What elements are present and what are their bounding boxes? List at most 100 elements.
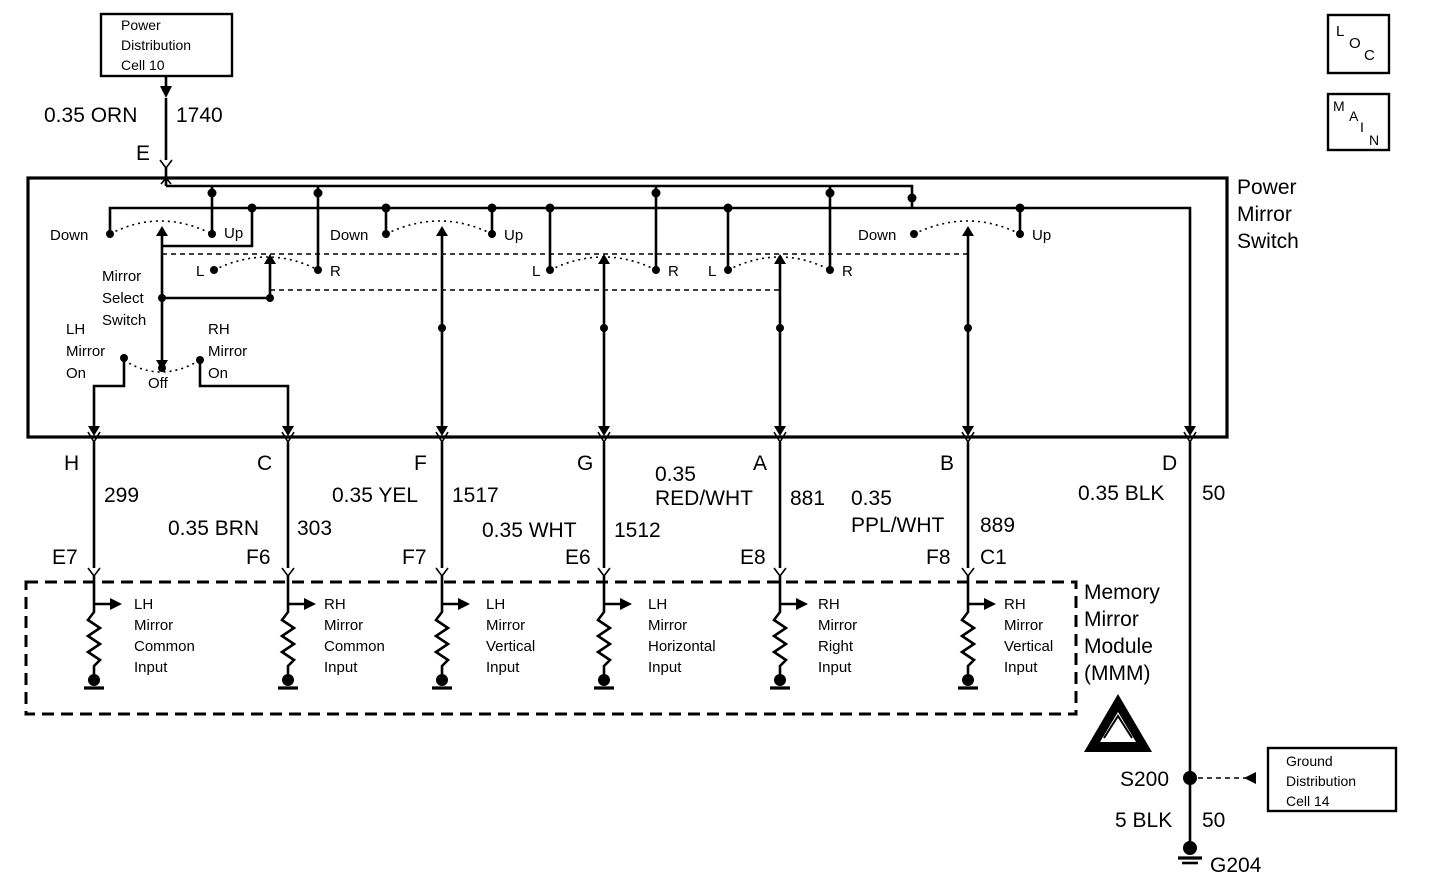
splice-name: S200 bbox=[1120, 768, 1169, 791]
svg-text:Right: Right bbox=[818, 638, 854, 655]
switch-title-line2: Mirror bbox=[1237, 203, 1292, 226]
lh-on-3: On bbox=[66, 365, 86, 382]
l-label-3: L bbox=[708, 263, 716, 280]
module-title-3: Module bbox=[1084, 635, 1153, 658]
mmm-pin-f7: F7 bbox=[402, 546, 427, 569]
svg-text:RH: RH bbox=[1004, 596, 1026, 613]
svg-text:Input: Input bbox=[486, 659, 520, 676]
svg-text:Mirror: Mirror bbox=[818, 617, 857, 634]
pin-f: F bbox=[414, 452, 427, 475]
pin-g: G bbox=[577, 452, 593, 475]
svg-text:Input: Input bbox=[324, 659, 358, 676]
input-stages bbox=[84, 576, 996, 690]
svg-text:Input: Input bbox=[134, 659, 168, 676]
up-label-2: Up bbox=[504, 227, 523, 244]
down-label-3: Down bbox=[858, 227, 896, 244]
svg-text:RH: RH bbox=[818, 596, 840, 613]
ground-link-arrow-icon bbox=[1244, 772, 1256, 784]
ground-distribution-box[interactable]: Ground Distribution Cell 14 bbox=[1266, 746, 1398, 813]
svg-text:Input: Input bbox=[648, 659, 682, 676]
ground-box-line2: Distribution bbox=[1286, 773, 1356, 789]
mmm-pin-e6: E6 bbox=[565, 546, 591, 569]
input-stage-4 bbox=[594, 576, 632, 690]
gauge-1517: 0.35 YEL bbox=[332, 484, 418, 507]
circuit-1512: 1512 bbox=[614, 519, 661, 542]
r-label-1: R bbox=[330, 263, 341, 280]
switch-title-line1: Power bbox=[1237, 176, 1297, 199]
input-stage-2 bbox=[278, 576, 316, 690]
input-stage-6 bbox=[958, 576, 996, 690]
harness-wires bbox=[87, 442, 1192, 846]
rh-on-3: On bbox=[208, 365, 228, 382]
r-label-3: R bbox=[842, 263, 853, 280]
mirror-select-2: Select bbox=[102, 290, 145, 307]
circuit-1517: 1517 bbox=[452, 484, 499, 507]
lh-on-2: Mirror bbox=[66, 343, 105, 360]
up-label-1: Up bbox=[224, 225, 243, 242]
input-stage-5 bbox=[770, 576, 808, 690]
off-label: Off bbox=[148, 375, 169, 392]
ground-box-line1: Ground bbox=[1286, 753, 1333, 769]
switch-labels: Down Up Down Up Down Up L R L R L R Mirr… bbox=[50, 225, 1051, 392]
module-title-1: Memory bbox=[1084, 581, 1160, 604]
mmm-pin-c1: C1 bbox=[980, 546, 1007, 569]
gauge-50: 0.35 BLK bbox=[1078, 482, 1164, 505]
input-stage-3 bbox=[432, 576, 470, 690]
lh-on-1: LH bbox=[66, 321, 85, 338]
switch-connector-ticks bbox=[87, 426, 1197, 444]
l-label-1: L bbox=[196, 263, 204, 280]
circuit-889: 889 bbox=[980, 514, 1015, 537]
memory-mirror-module-box bbox=[24, 580, 1078, 716]
connector-e-icon bbox=[159, 159, 173, 170]
pin-b: B bbox=[940, 452, 954, 475]
down-label-2: Down bbox=[330, 227, 368, 244]
ground-wire-circuit: 50 bbox=[1202, 809, 1225, 832]
svg-text:Vertical: Vertical bbox=[486, 638, 535, 655]
svg-text:Mirror: Mirror bbox=[134, 617, 173, 634]
loc-button[interactable]: L O C bbox=[1326, 13, 1391, 75]
svg-text:LH: LH bbox=[648, 596, 667, 613]
circuit-50: 50 bbox=[1202, 482, 1225, 505]
up-label-3: Up bbox=[1032, 227, 1051, 244]
rh-on-2: Mirror bbox=[208, 343, 247, 360]
svg-text:LH: LH bbox=[486, 596, 505, 613]
pin-e-label: E bbox=[136, 142, 150, 165]
ground-g204-node bbox=[1183, 841, 1197, 855]
switch-title-line3: Switch bbox=[1237, 230, 1299, 253]
r-label-2: R bbox=[668, 263, 679, 280]
switch-internal-wiring bbox=[92, 168, 1192, 428]
module-title-4: (MMM) bbox=[1084, 662, 1150, 685]
svg-text:I: I bbox=[1360, 119, 1364, 135]
mmm-pin-e8: E8 bbox=[740, 546, 766, 569]
gauge-889-a: 0.35 bbox=[851, 487, 892, 510]
svg-text:Vertical: Vertical bbox=[1004, 638, 1053, 655]
svg-text:Common: Common bbox=[134, 638, 195, 655]
pin-h: H bbox=[64, 452, 79, 475]
down-label-1: Down bbox=[50, 227, 88, 244]
svg-text:Mirror: Mirror bbox=[1004, 617, 1043, 634]
pin-a: A bbox=[753, 452, 767, 475]
l-label-2: L bbox=[532, 263, 540, 280]
svg-text:L: L bbox=[1336, 23, 1344, 40]
switch-nodes bbox=[106, 188, 1025, 372]
power-box-line2: Distribution bbox=[121, 37, 191, 53]
svg-text:C: C bbox=[1364, 47, 1375, 64]
svg-text:Input: Input bbox=[818, 659, 852, 676]
gauge-1512: 0.35 WHT bbox=[482, 519, 577, 542]
svg-text:Mirror: Mirror bbox=[324, 617, 363, 634]
svg-text:Common: Common bbox=[324, 638, 385, 655]
svg-text:A: A bbox=[1349, 108, 1359, 124]
power-box-line3: Cell 10 bbox=[121, 57, 165, 73]
wire-1740-circuit: 1740 bbox=[176, 104, 223, 127]
power-distribution-box[interactable]: Power Distribution Cell 10 bbox=[99, 12, 234, 78]
main-button[interactable]: M A I N bbox=[1326, 92, 1391, 152]
power-mirror-switch-box bbox=[26, 176, 1229, 439]
gauge-881-a: 0.35 bbox=[655, 463, 696, 486]
svg-text:RH: RH bbox=[324, 596, 346, 613]
mirror-select-3: Switch bbox=[102, 312, 146, 329]
svg-text:O: O bbox=[1349, 35, 1361, 52]
module-title-2: Mirror bbox=[1084, 608, 1139, 631]
svg-text:N: N bbox=[1369, 132, 1379, 148]
circuit-299: 299 bbox=[104, 484, 139, 507]
